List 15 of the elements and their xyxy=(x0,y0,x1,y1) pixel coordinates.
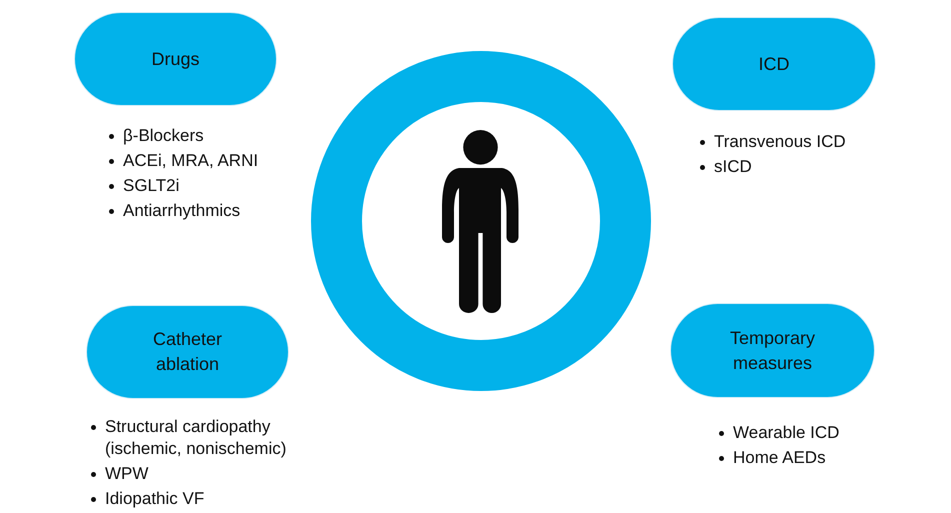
bullet-item: Idiopathic VF xyxy=(90,488,305,510)
bullet-item: Antiarrhythmics xyxy=(108,200,258,222)
bullet-item: WPW xyxy=(90,463,305,485)
bullet-item: Structural cardiopathy (ischemic, nonischemic) xyxy=(90,416,305,460)
bullet-item: Wearable ICD xyxy=(718,422,840,444)
category-title: Catheter ablation xyxy=(152,328,224,376)
category-title: ICD xyxy=(758,52,790,76)
bullet-item: β-Blockers xyxy=(108,125,258,147)
category-title: Temporary measures xyxy=(728,326,816,374)
category-title: Drugs xyxy=(151,48,200,71)
bullet-item: ACEi, MRA, ARNI xyxy=(108,150,258,172)
bullet-item: Home AEDs xyxy=(718,447,840,469)
bullet-item: Transvenous ICD xyxy=(699,131,846,153)
bullet-item: sICD xyxy=(699,156,846,178)
bullet-item: SGLT2i xyxy=(108,175,258,197)
